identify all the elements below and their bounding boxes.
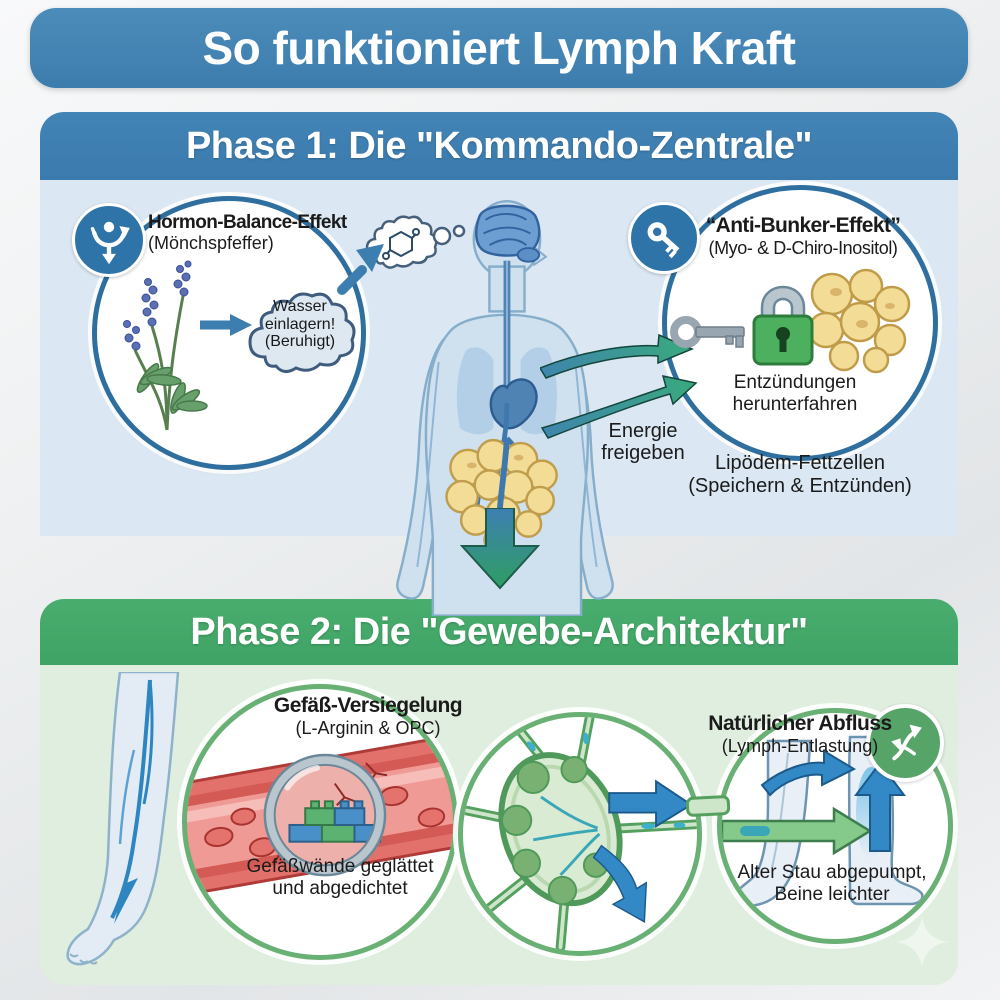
main-title-banner: So funktioniert Lymph Kraft (30, 8, 968, 88)
anti-bunker-title: “Anti-Bunker-Effekt” (705, 214, 901, 237)
key-badge (628, 202, 700, 274)
energy-label: Energie freigeben (601, 420, 685, 465)
lymph-node-circle (458, 712, 702, 956)
lymph-flow-icon (891, 724, 922, 761)
vessel-caption: Gefäßwände geglättet und abgedichtet (246, 856, 434, 899)
lipoedem-caption: Lipödem-Fettzellen (Speichern & Entzünde… (688, 452, 912, 497)
heart (489, 378, 538, 430)
hormone-title-block: Hormon-Balance-Effekt (Mönchspfeffer) (148, 212, 348, 253)
main-title: So funktioniert Lymph Kraft (202, 22, 796, 74)
anti-bunker-result-text: Entzündungen herunterfahren (732, 372, 858, 415)
molecule-thought-bubble (365, 215, 466, 269)
sparkle-icon (896, 916, 948, 968)
phase2-header-label: Phase 2: Die "Gewebe-Architektur" (190, 610, 808, 653)
phase2-header: Phase 2: Die "Gewebe-Architektur" (40, 599, 958, 665)
energy-arrows (540, 333, 698, 439)
drain-caption: Alter Stau abgepumpt, Beine leichter (737, 862, 927, 905)
lymph-flow-badge (866, 704, 944, 782)
thought-cloud-text: Wasser einlagern! (Beruhigt) (264, 298, 336, 351)
hormone-badge (72, 203, 146, 277)
vessel-connector (685, 794, 731, 818)
drain-subtitle: (Lymph-Entlastung) (721, 735, 879, 756)
vessel-circle (182, 684, 458, 960)
thought-cloud (248, 292, 356, 373)
vessel-subtitle: (L-Arginin & OPC) (295, 717, 441, 738)
drain-title: Natürlicher Abfluss (708, 712, 892, 735)
drain-title-block: Natürlicher Abfluss (Lymph-Entlastung) (690, 712, 910, 756)
key-padlock-fat-cells (670, 268, 911, 374)
plant-to-bubble-arrow (200, 314, 252, 336)
leg-with-veins (66, 672, 180, 966)
vessel-title: Gefäß-Versiegelung (273, 694, 463, 717)
circle-to-molecule-arrow (337, 244, 384, 295)
anti-bunker-subtitle: (Myo- & D-Chiro-Inositol) (708, 237, 898, 258)
legs-drainage-arrows (722, 735, 924, 908)
anti-bunker-circle (662, 185, 938, 461)
key-icon (647, 222, 680, 259)
lung-left (456, 347, 494, 435)
hormone-subtitle: (Mönchspfeffer) (148, 233, 274, 254)
vessel-title-block: Gefäß-Versiegelung (L-Arginin & OPC) (248, 694, 488, 738)
lymph-node-drainage-arrows (463, 717, 697, 951)
hormone-title: Hormon-Balance-Effekt (148, 212, 347, 233)
phase1-header: Phase 1: Die "Kommando-Zentrale" (40, 112, 958, 180)
cerebellum (516, 247, 541, 263)
chaste-tree-plant (123, 260, 208, 431)
anti-bunker-title-block: “Anti-Bunker-Effekt” (Myo- & D-Chiro-Ino… (690, 214, 916, 258)
phase-transition-arrow (460, 508, 540, 590)
blood-vessel-magnifier-bricks (187, 737, 453, 893)
phase1-header-label: Phase 1: Die "Kommando-Zentrale" (185, 124, 813, 167)
hormone-balance-icon (90, 221, 130, 265)
